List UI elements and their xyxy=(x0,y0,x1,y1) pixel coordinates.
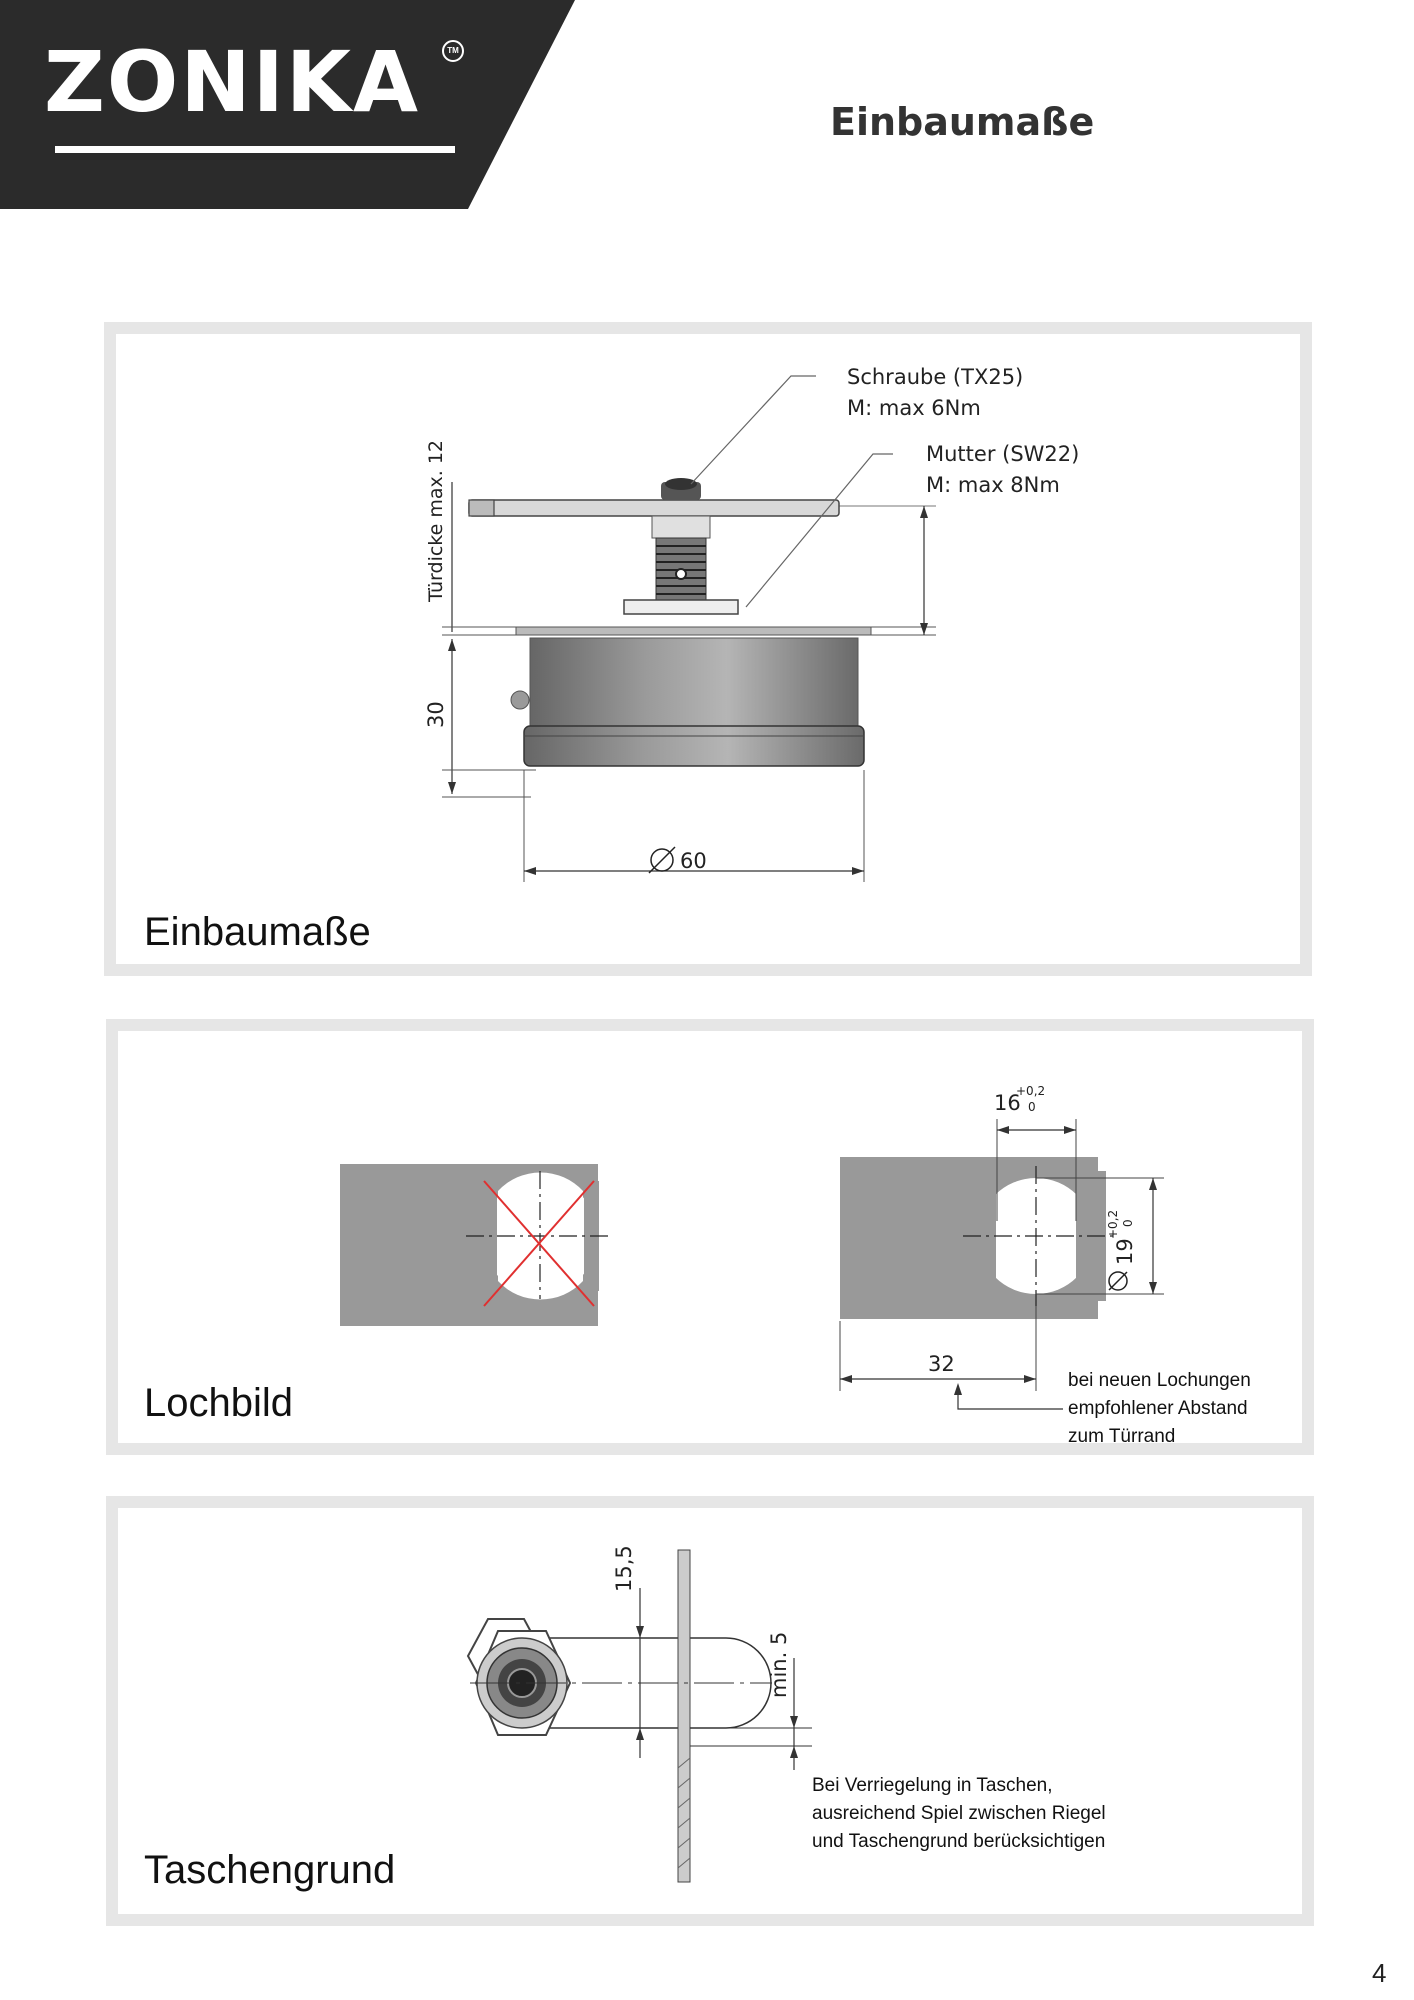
height-dimension: 30 xyxy=(424,701,448,728)
hole-pattern-drawing: 16 +0,2 0 19 +0,2 0 32 xyxy=(340,1084,1164,1410)
slot-width-label: 16 xyxy=(994,1091,1021,1115)
hole-diameter-label: 19 xyxy=(1113,1238,1137,1265)
panel-title-taschengrund: Taschengrund xyxy=(144,1848,396,1892)
door-thickness-label: Türdicke max. 12 xyxy=(425,440,447,603)
min-clearance-dimension: min. 5 xyxy=(767,1632,791,1698)
panel-title-lochbild: Lochbild xyxy=(144,1381,294,1425)
nut-torque-label: M: max 8Nm xyxy=(926,473,1060,497)
panel-einbaumasse: Schraube (TX25) M: max 6Nm Mutter (SW22)… xyxy=(104,322,1312,976)
offset-dimension: 15,5 xyxy=(612,1545,636,1592)
edge-distance-label: 32 xyxy=(928,1352,955,1376)
pocket-clearance-note: Bei Verriegelung in Taschen, ausreichend… xyxy=(812,1775,1106,1852)
diameter-dimension: 60 xyxy=(680,849,707,873)
hole-diameter-tolerance-lower: 0 xyxy=(1121,1219,1135,1227)
brand-logo: ZONIKA xyxy=(44,33,420,131)
logo-underline xyxy=(55,146,455,153)
page-title: Einbaumaße xyxy=(830,100,1095,144)
screw-torque-label: M: max 6Nm xyxy=(847,396,981,420)
nut-label: Mutter (SW22) xyxy=(926,442,1079,466)
slot-width-tolerance-lower: 0 xyxy=(1028,1100,1036,1114)
panel-title-einbaumasse: Einbaumaße xyxy=(144,910,371,954)
slot-width-tolerance-upper: +0,2 xyxy=(1016,1084,1045,1098)
header-band xyxy=(0,0,575,209)
hole-diameter-tolerance-upper: +0,2 xyxy=(1106,1210,1120,1239)
page-number: 4 xyxy=(1372,1958,1387,1988)
trademark-badge: TM xyxy=(442,40,464,62)
screw-label: Schraube (TX25) xyxy=(847,365,1023,389)
edge-distance-note: bei neuen Lochungen empfohlener Abstand … xyxy=(1068,1370,1251,1447)
panel-lochbild: 16 +0,2 0 19 +0,2 0 32 bei neuen Lochung… xyxy=(106,1019,1314,1455)
pocket-depth-drawing: 15,5 min. 5 xyxy=(466,1545,812,1883)
mounting-dimensions-drawing: Schraube (TX25) M: max 6Nm Mutter (SW22)… xyxy=(424,365,1079,882)
panel-taschengrund: 15,5 min. 5 Bei Verriegelung in Taschen,… xyxy=(106,1496,1314,1926)
